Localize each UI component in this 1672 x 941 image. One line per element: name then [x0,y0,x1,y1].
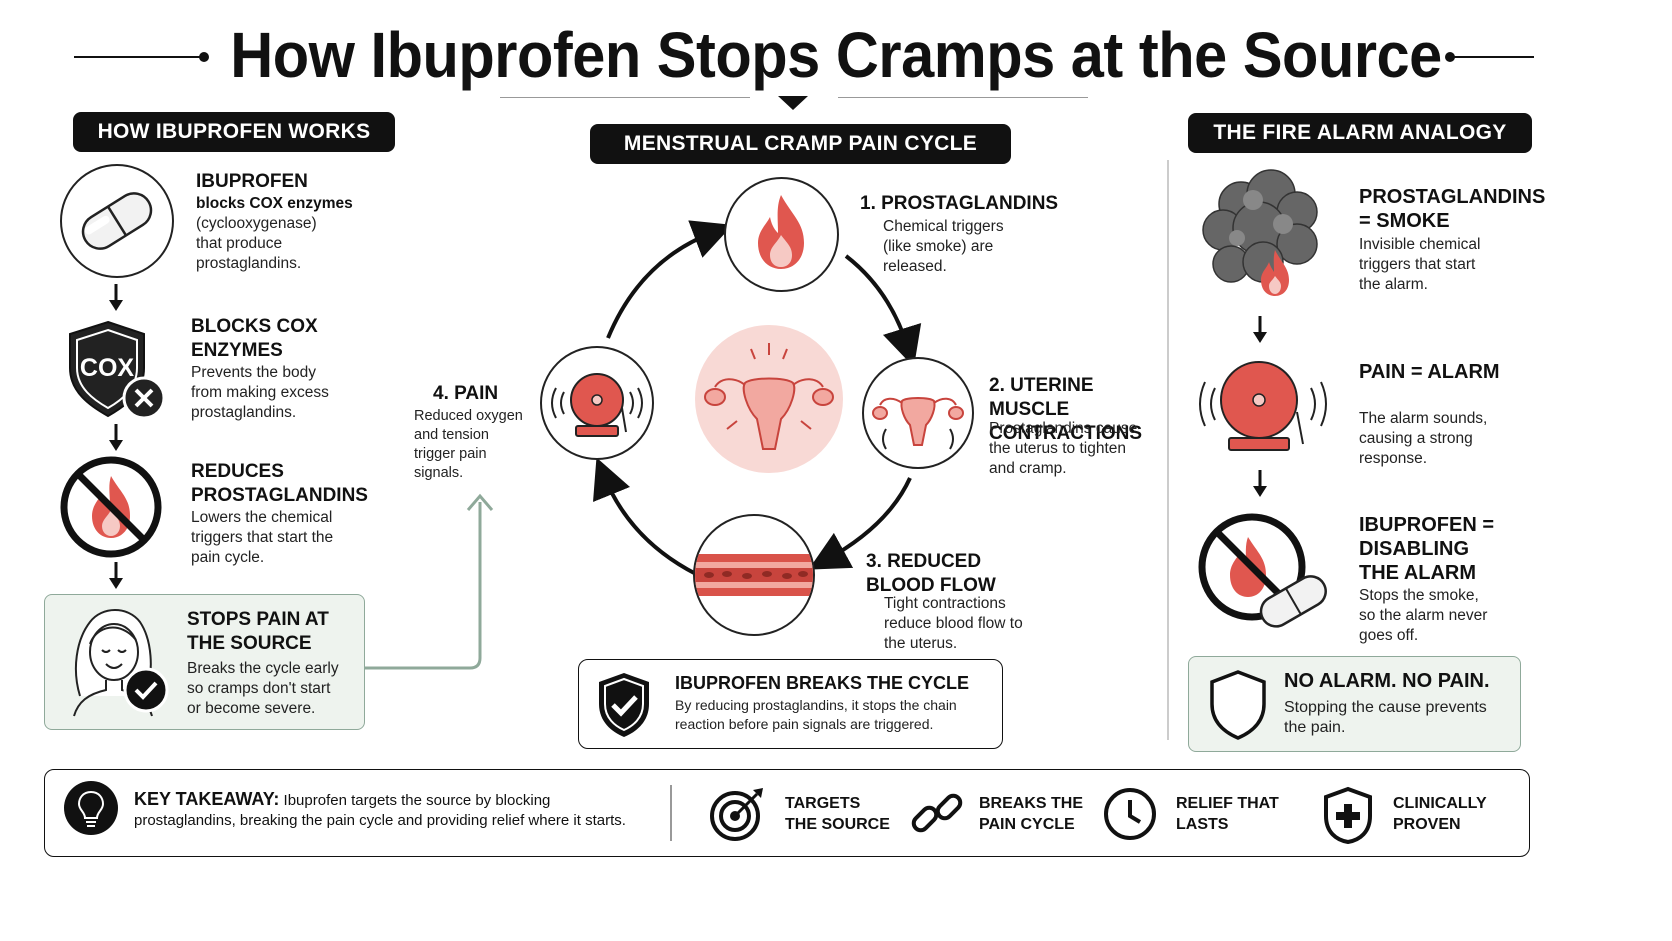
step-reduces-text: Lowers the chemical triggers that start … [191,509,334,566]
feature-targets-line2: THE SOURCE [785,816,890,833]
key-takeaway-body: Ibuprofen targets the source by blocking… [134,792,626,829]
no-alarm-title: NO ALARM. NO PAIN. [1284,670,1490,692]
feature-breaks-line2: PAIN CYCLE [979,816,1075,833]
cycle-step2-title: 2. UTERINE MUSCLE CONTRACTIONS [989,375,1143,444]
title-underline-right [838,97,1088,98]
key-takeaway-label: KEY TAKEAWAY: [134,789,280,809]
blood-vessel-icon [695,554,813,596]
page-title: How Ibuprofen Stops Cramps at the Source [230,19,1442,91]
flame-icon [758,195,804,269]
no-flame-icon [60,456,162,558]
alarm-bell-icon [551,373,643,437]
title-dot-right [1445,52,1455,62]
pill-icon [81,192,153,250]
title-underline-left [500,97,750,98]
footer-divider [670,785,672,841]
feature-breaks: BREAKS THE PAIN CYCLE [979,793,1083,835]
right-header: THE FIRE ALARM ANALOGY [1188,113,1532,153]
cox-shield-icon: COX [69,320,166,420]
shield-outline-icon [1210,670,1266,740]
cycle-step2-text: Prostaglandins cause the uterus to tight… [989,420,1138,477]
clock-icon [1104,788,1156,840]
title-pointer [778,96,808,110]
title-dot-left [199,52,209,62]
analogy-disable-title: IBUPROFEN = DISABLING THE ALARM [1359,514,1495,584]
cycle-step1-title: 1. PROSTAGLANDINS [860,193,1059,214]
title-rule-right [1452,56,1534,58]
arrow-down-icon [109,424,123,451]
cycle-step4-text: Reduced oxygen and tension trigger pain … [414,408,523,481]
broken-link-icon [911,793,963,833]
svg-text:COX: COX [80,354,135,382]
analogy-disable-text: Stops the smoke, so the alarm never goes… [1359,587,1488,644]
uterus-center-circle [695,325,843,473]
right-divider [1167,160,1169,740]
title-rule-left [74,56,204,58]
target-icon [710,788,763,841]
analogy-smoke-text: Invisible chemical triggers that start t… [1359,236,1481,293]
analogy-alarm-text: The alarm sounds, causing a strong respo… [1359,410,1488,467]
feature-proven-line1: CLINICALLY [1393,795,1487,812]
step-stops-title: STOPS PAIN AT THE SOURCE [187,609,329,654]
smoke-fire-icon [1202,169,1318,296]
no-alarm-text: Stopping the cause prevents the pain. [1284,699,1487,736]
analogy-smoke-title: PROSTAGLANDINS = SMOKE [1359,186,1546,232]
step-stops-text: Breaks the cycle early so cramps don't s… [187,660,339,717]
callout-title: IBUPROFEN BREAKS THE CYCLE [675,673,970,693]
feature-targets: TARGETS THE SOURCE [785,793,890,835]
feature-proven: CLINICALLY PROVEN [1393,793,1487,835]
feature-relief-line1: RELIEF THAT [1176,795,1279,812]
cycle-step1-text: Chemical triggers (like smoke) are relea… [883,218,1004,275]
feature-targets-line1: TARGETS [785,795,861,812]
arrow-down-icon [1253,470,1267,497]
feature-breaks-line1: BREAKS THE [979,795,1084,812]
prostaglandins-node [724,177,839,292]
feature-relief-line2: LASTS [1176,816,1229,833]
lightbulb-icon [64,781,118,835]
arrow-down-icon [109,284,123,311]
shield-check-icon [599,673,649,737]
callout-text: By reducing prostaglandins, it stops the… [675,697,957,732]
cycle-step3-title: 3. REDUCED BLOOD FLOW [866,551,996,596]
step-ibuprofen-title: IBUPROFEN [196,171,308,192]
cycle-step4-title: 4. PAIN [433,383,499,404]
feature-proven-line2: PROVEN [1393,816,1461,833]
step-ibuprofen-subtitle: blocks COX enzymes [196,195,353,212]
uterus-contracting-icon [872,397,964,450]
key-takeaway-text: KEY TAKEAWAY: Ibuprofen targets the sour… [134,789,654,831]
arrow-down-icon [1253,316,1267,343]
cycle-step3-text: Tight contractions reduce blood flow to … [884,595,1023,652]
step-blocks-title: BLOCKS COX ENZYMES [191,316,318,361]
shield-plus-icon [1324,786,1372,844]
pill-circle [60,164,174,278]
center-header: MENSTRUAL CRAMP PAIN CYCLE [590,124,1011,164]
uterine-contractions-node [862,357,974,469]
left-header: HOW IBUPROFEN WORKS [73,112,395,152]
woman-icon [73,609,169,717]
cycle-arrows [593,220,922,576]
step-ibuprofen-text: (cyclooxygenase) that produce prostaglan… [196,215,317,272]
arrow-down-icon [109,562,123,589]
feature-relief: RELIEF THAT LASTS [1176,793,1279,835]
step-reduces-title: REDUCES PROSTAGLANDINS [191,461,368,506]
step-blocks-text: Prevents the body from making excess pro… [191,364,329,421]
uterus-icon [704,343,834,450]
pain-node [540,346,654,460]
key-takeaway-bar [44,769,1530,857]
disabled-alarm-icon [1198,513,1327,628]
alarm-bell-icon [1199,361,1327,451]
analogy-alarm-title: PAIN = ALARM [1359,361,1500,383]
connector-arrow-icon [364,493,494,670]
blood-flow-node [693,514,815,636]
